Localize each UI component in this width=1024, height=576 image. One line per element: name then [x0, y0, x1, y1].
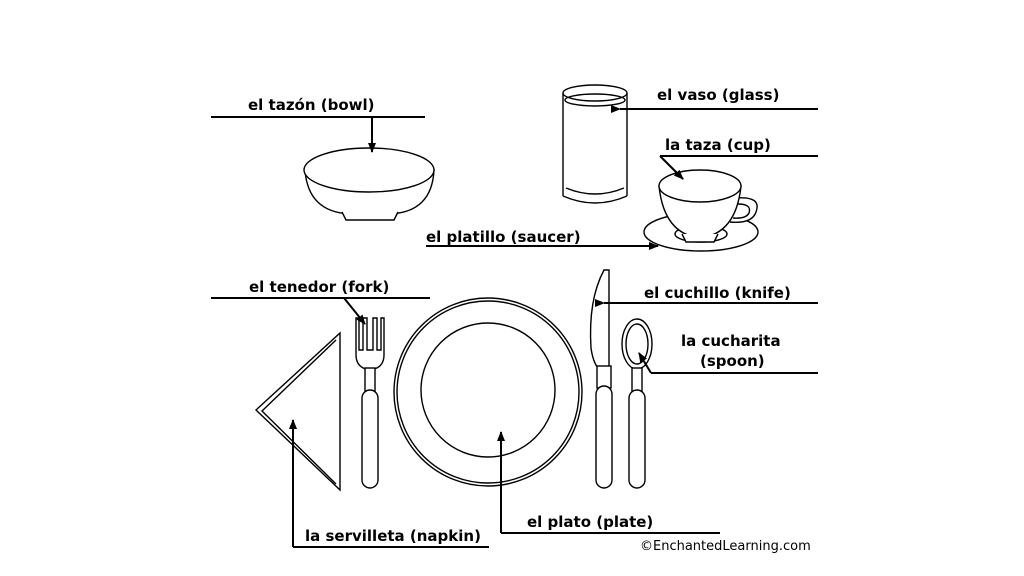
spoon-label-text-line1: la cucharita [681, 332, 781, 350]
napkin-illustration [254, 331, 341, 492]
plate-illustration [393, 297, 583, 487]
saucer-label: el platillo (saucer) [426, 228, 659, 250]
cup-illustration [658, 169, 758, 243]
plate-label-text: el plato (plate) [527, 513, 653, 531]
cup-label-text: la taza (cup) [665, 136, 771, 154]
spoon-illustration [621, 318, 653, 489]
saucer-label-text: el platillo (saucer) [426, 228, 581, 246]
bowl-label-text: el tazón (bowl) [248, 96, 375, 114]
glass-illustration [562, 84, 628, 204]
knife-label: el cuchillo (knife) [595, 284, 818, 307]
spoon-label-text-line2: (spoon) [700, 352, 765, 370]
glass-label: el vaso (glass) [611, 86, 818, 113]
fork-label: el tenedor (fork) [211, 278, 430, 325]
cup-label: la taza (cup) [659, 136, 818, 180]
bowl-illustration [303, 147, 435, 221]
knife-illustration [589, 269, 613, 489]
bowl-label: el tazón (bowl) [211, 96, 425, 153]
glass-label-text: el vaso (glass) [657, 86, 779, 104]
plate-label: el plato (plate) [497, 431, 720, 534]
fork-label-text: el tenedor (fork) [249, 278, 389, 296]
fork-illustration [355, 317, 385, 489]
spoon-label: la cucharita (spoon) [638, 332, 818, 374]
napkin-label: la servilleta (napkin) [289, 419, 489, 548]
knife-label-text: el cuchillo (knife) [644, 284, 791, 302]
napkin-label-text: la servilleta (napkin) [305, 527, 481, 545]
copyright-text: ©EnchantedLearning.com [640, 539, 811, 554]
